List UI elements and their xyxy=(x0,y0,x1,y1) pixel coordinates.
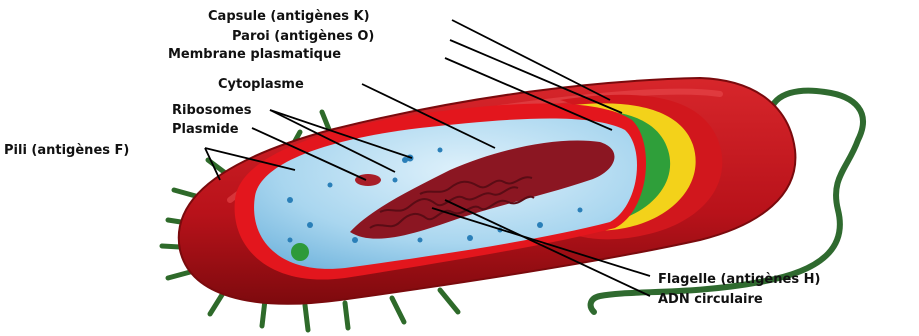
label-pili: Pili (antigènes F) xyxy=(4,143,129,158)
label-membrane: Membrane plasmatique xyxy=(168,47,341,62)
leader-capsule xyxy=(452,20,610,100)
ribosome xyxy=(328,183,333,188)
label-plasmide: Plasmide xyxy=(172,122,239,137)
inclusion-granule xyxy=(291,243,309,261)
pilus xyxy=(262,300,265,326)
ribosome xyxy=(578,208,583,213)
ribosome xyxy=(418,238,423,243)
ribosome xyxy=(393,178,398,183)
ribosome xyxy=(352,237,358,243)
ribosome xyxy=(467,235,473,241)
label-ribosomes: Ribosomes xyxy=(172,103,252,118)
label-flagelle: Flagelle (antigènes H) xyxy=(658,272,820,287)
label-capsule: Capsule (antigènes K) xyxy=(208,9,370,24)
ribosome xyxy=(288,238,293,243)
leader-pili-2 xyxy=(205,148,220,180)
pilus xyxy=(392,298,404,322)
label-adn: ADN circulaire xyxy=(658,292,763,307)
label-paroi: Paroi (antigènes O) xyxy=(232,29,374,44)
pilus xyxy=(440,290,458,312)
ribosome xyxy=(537,222,543,228)
pilus xyxy=(305,305,308,330)
ribosome xyxy=(307,222,313,228)
pilus xyxy=(345,303,348,328)
label-cytoplasme: Cytoplasme xyxy=(218,77,304,92)
ribosome xyxy=(287,197,293,203)
ribosome xyxy=(438,148,443,153)
